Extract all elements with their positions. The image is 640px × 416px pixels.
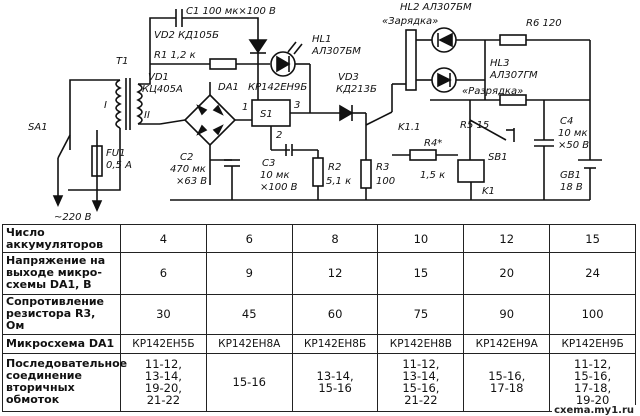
k1-label: K1 <box>482 186 495 197</box>
r6-label: R6 120 <box>526 18 562 29</box>
hl2-label: HL2 АЛ307БМ <box>400 2 472 13</box>
r2-label: R2 <box>328 162 341 173</box>
table-cell: 13-14, 15-16 <box>291 352 379 413</box>
table-cell: 9 <box>205 252 293 295</box>
c3-cap: 10 мк <box>260 170 290 181</box>
row-header: Число аккумуляторов <box>2 223 121 254</box>
c4-label: C4 <box>560 116 573 127</box>
row-header: Микросхема DA1 <box>2 334 121 354</box>
hl2-note: «Зарядка» <box>382 16 438 27</box>
circuit-schematic: C1 100 мк×100 В VD2 КД105Б R1 1,2 к HL1 … <box>28 2 602 222</box>
table-cell: 12 <box>463 223 551 254</box>
table-cell: 15 <box>377 252 465 295</box>
table-cell: 8 <box>291 223 379 254</box>
table-cell: 15-16 <box>205 352 293 413</box>
pin1-label: 1 <box>242 102 248 113</box>
hl3-label: HL3 <box>490 58 509 69</box>
c2-label: C2 <box>180 152 193 163</box>
gb1-label: GB1 <box>560 170 581 181</box>
r3-label: R3 <box>376 162 389 173</box>
c4-volt: ×50 В <box>558 140 589 151</box>
mains-label: ~220 В <box>54 212 92 222</box>
table-row: Последовательное соединение вторичных об… <box>2 352 636 413</box>
winding-i-label: I <box>104 100 107 111</box>
hl1-type: АЛ307БМ <box>311 46 361 57</box>
c2-volt: ×63 В <box>176 176 207 187</box>
da1-type: КР142ЕН9Б <box>248 82 307 93</box>
sb1-label: SB1 <box>488 152 508 163</box>
table-cell: 30 <box>120 293 207 336</box>
table-cell: КР142ЕН8Б <box>291 334 379 354</box>
table-cell: 11-12, 13-14, 15-16, 21-22 <box>377 352 465 413</box>
table-cell: 6 <box>205 223 293 254</box>
pin2-label: 2 <box>276 130 282 141</box>
table-cell: КР142ЕН8В <box>377 334 465 354</box>
c3-volt: ×100 В <box>260 182 298 193</box>
c1-label: C1 100 мк×100 В <box>186 6 276 17</box>
r1-label: R1 1,2 к <box>154 50 196 61</box>
table-row: Сопротивление резистора R3, Ом 30 45 60 … <box>2 293 636 336</box>
winding-ii-label: II <box>144 110 150 121</box>
table-cell: 90 <box>463 293 551 336</box>
vd3-label: VD3 <box>338 72 359 83</box>
row-header: Сопротивление резистора R3, Ом <box>2 293 121 336</box>
table-cell: 24 <box>549 252 636 295</box>
hl1-label: HL1 <box>312 34 331 45</box>
hl3-note: «Разрядка» <box>462 86 523 97</box>
c2-cap: 470 мк <box>170 164 206 175</box>
row-header: Напряжение на выходе микро- схемы DA1, В <box>2 252 121 295</box>
table-cell: 60 <box>291 293 379 336</box>
gb1-volt: 18 В <box>560 182 583 193</box>
r5-label: R5 15 <box>460 120 489 131</box>
pin3-label: 3 <box>294 100 300 111</box>
r3-value: 100 <box>376 176 395 187</box>
c4-cap: 10 мк <box>558 128 588 139</box>
c3-label: C3 <box>262 158 275 169</box>
hl3-type: АЛ307ГМ <box>489 70 538 81</box>
table-cell: 12 <box>291 252 379 295</box>
k11-label: K1.1 <box>398 122 420 133</box>
sa1-label: SA1 <box>28 122 48 133</box>
table-cell: 45 <box>205 293 293 336</box>
table-cell: 10 <box>377 223 465 254</box>
watermark: cxema.my1.ru <box>552 405 636 416</box>
fu1-label: FU1 <box>106 148 125 159</box>
r2-value: 5,1 к <box>326 176 351 187</box>
table-cell: КР142ЕН9А <box>463 334 551 354</box>
table-cell: 6 <box>120 252 207 295</box>
table-cell: 75 <box>377 293 465 336</box>
table-cell: КР142ЕН8А <box>205 334 293 354</box>
s1-label: S1 <box>260 109 273 120</box>
table-cell: 15 <box>549 223 636 254</box>
vd3-type: КД213Б <box>336 84 377 95</box>
table-cell: КР142ЕН9Б <box>549 334 636 354</box>
fu1-rating: 0,5 А <box>106 160 132 171</box>
table-cell: 11-12, 15-16, 17-18, 19-20 <box>549 352 636 413</box>
t1-label: T1 <box>116 56 128 67</box>
row-header: Последовательное соединение вторичных об… <box>2 352 127 413</box>
vd1-label: VD1 <box>148 72 169 83</box>
table-cell: КР142ЕН5Б <box>120 334 207 354</box>
table-cell: 11-12, 13-14, 19-20, 21-22 <box>120 352 207 413</box>
table-row: Число аккумуляторов 4 6 8 10 12 15 <box>2 223 636 254</box>
table-row: Микросхема DA1 КР142ЕН5Б КР142ЕН8А КР142… <box>2 334 636 354</box>
vd1-type: КЦ405А <box>142 84 183 95</box>
component-table: Число аккумуляторов 4 6 8 10 12 15 Напря… <box>2 223 636 413</box>
r4-label: R4* <box>424 138 442 149</box>
table-cell: 100 <box>549 293 636 336</box>
table-cell: 20 <box>463 252 551 295</box>
vd2-label: VD2 КД105Б <box>154 30 219 41</box>
table-cell: 15-16, 17-18 <box>463 352 551 413</box>
r4-value: 1,5 к <box>420 170 445 181</box>
da1-label: DA1 <box>218 82 239 93</box>
table-row: Напряжение на выходе микро- схемы DA1, В… <box>2 252 636 295</box>
table-cell: 4 <box>120 223 207 254</box>
